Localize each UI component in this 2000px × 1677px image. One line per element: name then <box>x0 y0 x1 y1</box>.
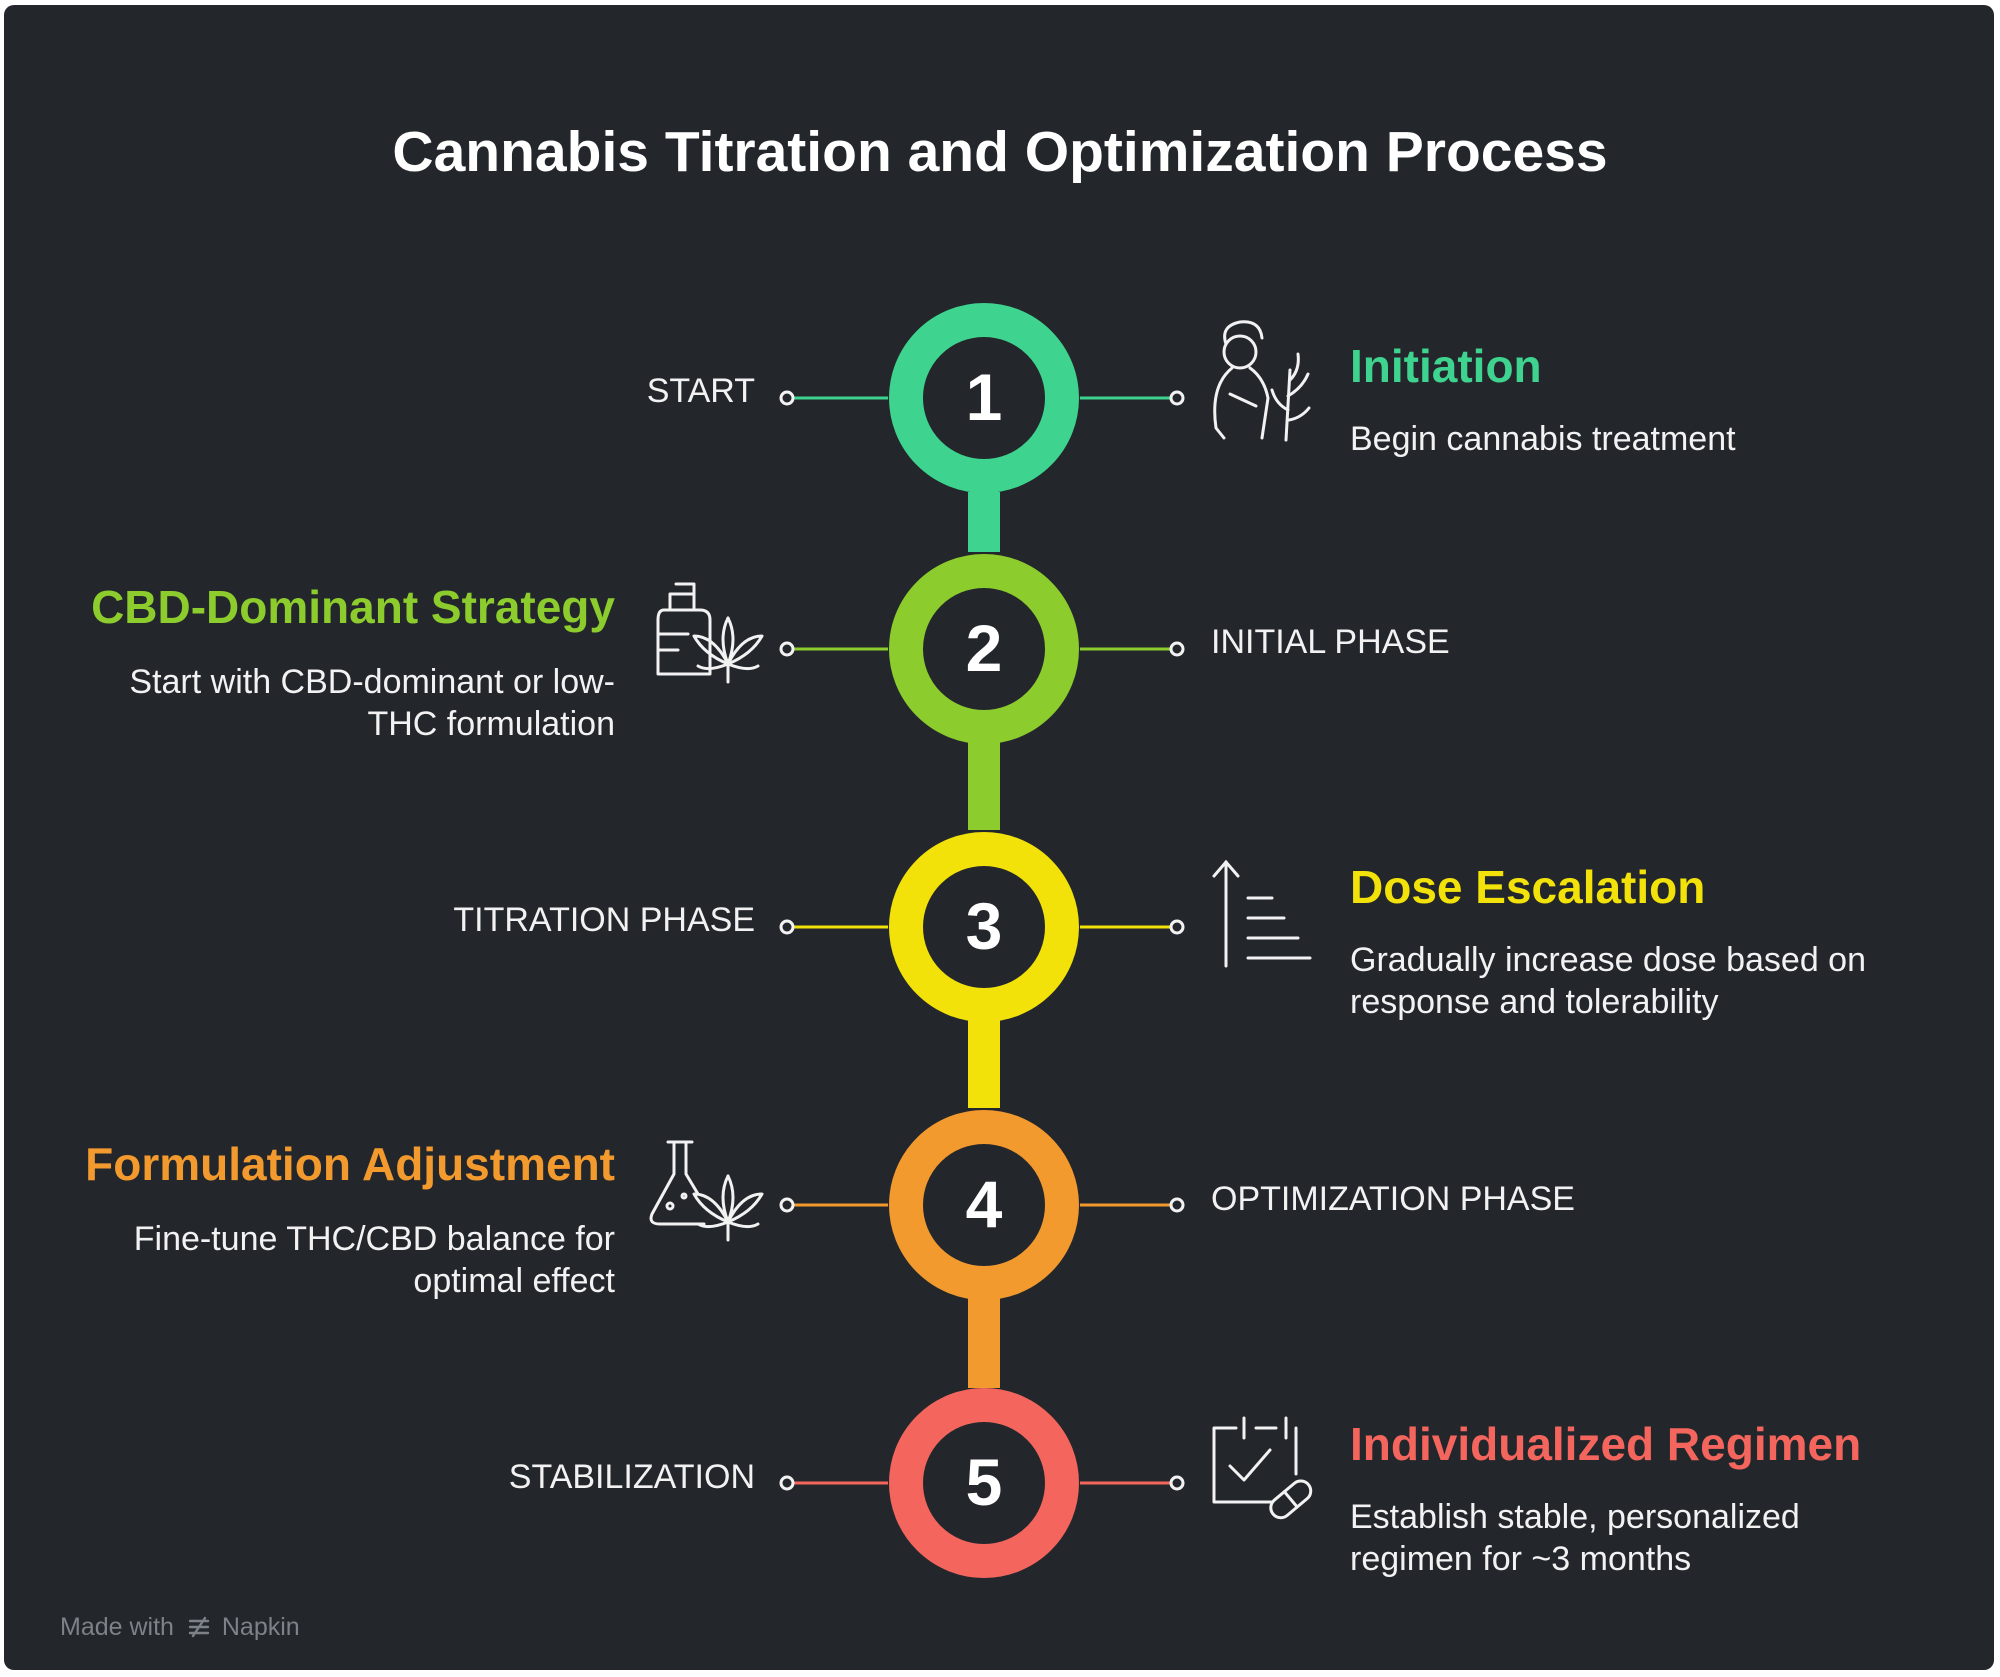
step-3-number: 3 <box>966 889 1003 963</box>
spine-segment-1 <box>968 492 1000 552</box>
napkin-logo-icon <box>188 1616 210 1638</box>
step-2-circle <box>889 554 1079 744</box>
dropper-bottle-cannabis-icon <box>656 582 764 684</box>
step-2-phase-label: INITIAL PHASE <box>1211 623 1450 661</box>
step-5-connectors <box>779 1475 1185 1491</box>
step-4-description: Fine-tune THC/CBD balance for optimal ef… <box>70 1218 615 1302</box>
flask-cannabis-icon <box>649 1140 764 1242</box>
step-1-heading: Initiation <box>1350 340 1542 392</box>
step-1-number: 1 <box>966 360 1003 434</box>
step-1-circle <box>889 303 1079 493</box>
step-3-circle <box>889 832 1079 1022</box>
step-2-connectors <box>779 641 1185 657</box>
step-3-connectors <box>779 919 1185 935</box>
watermark-prefix: Made with <box>60 1613 174 1641</box>
spine-segment-4 <box>968 1298 1000 1388</box>
spine-segment-3 <box>968 1018 1000 1108</box>
watermark-brand: Napkin <box>221 1613 300 1641</box>
step-1-description: Begin cannabis treatment <box>1350 420 1736 458</box>
step-5-heading: Individualized Regimen <box>1350 1418 1862 1470</box>
step-4-heading: Formulation Adjustment <box>85 1138 615 1190</box>
step-5-circle <box>889 1388 1079 1578</box>
step-2-number: 2 <box>966 611 1003 685</box>
calendar-pill-icon <box>1212 1416 1313 1520</box>
step-4-description-line-2: optimal effect <box>413 1262 615 1300</box>
step-3-description: Gradually increase dose based on respons… <box>1350 939 1950 1023</box>
person-plant-icon <box>1213 320 1311 442</box>
step-1-phase-label: START <box>646 372 755 410</box>
step-2-heading: CBD-Dominant Strategy <box>91 581 615 633</box>
ascending-bars-icon <box>1212 859 1312 968</box>
spine-segment-2 <box>968 740 1000 830</box>
step-5-number: 5 <box>966 1445 1003 1519</box>
step-4-phase-label: OPTIMIZATION PHASE <box>1211 1180 1575 1218</box>
step-3-description-line-2: response and tolerability <box>1350 983 1719 1021</box>
step-2-description: Start with CBD-dominant or low- THC form… <box>70 661 615 745</box>
step-5-description: Establish stable, personalized regimen f… <box>1350 1496 1950 1580</box>
step-1-connectors <box>779 390 1185 406</box>
made-with-napkin-watermark: Made with Napkin <box>60 1612 300 1642</box>
step-3-description-line-1: Gradually increase dose based on <box>1350 941 1866 979</box>
step-3-phase-label: TITRATION PHASE <box>453 901 755 939</box>
step-4-connectors <box>779 1197 1185 1213</box>
step-5-phase-label: STABILIZATION <box>508 1458 755 1496</box>
step-5-description-line-2: regimen for ~3 months <box>1350 1540 1692 1578</box>
step-5-description-line-1: Establish stable, personalized <box>1350 1498 1800 1536</box>
step-4-description-line-1: Fine-tune THC/CBD balance for <box>133 1220 615 1258</box>
step-2-description-line-1: Start with CBD-dominant or low- <box>129 663 615 701</box>
step-2-description-line-2: THC formulation <box>367 705 615 743</box>
step-3-heading: Dose Escalation <box>1350 861 1706 913</box>
diagram-title: Cannabis Titration and Optimization Proc… <box>392 120 1608 184</box>
step-4-number: 4 <box>966 1167 1003 1241</box>
step-4-circle <box>889 1110 1079 1300</box>
